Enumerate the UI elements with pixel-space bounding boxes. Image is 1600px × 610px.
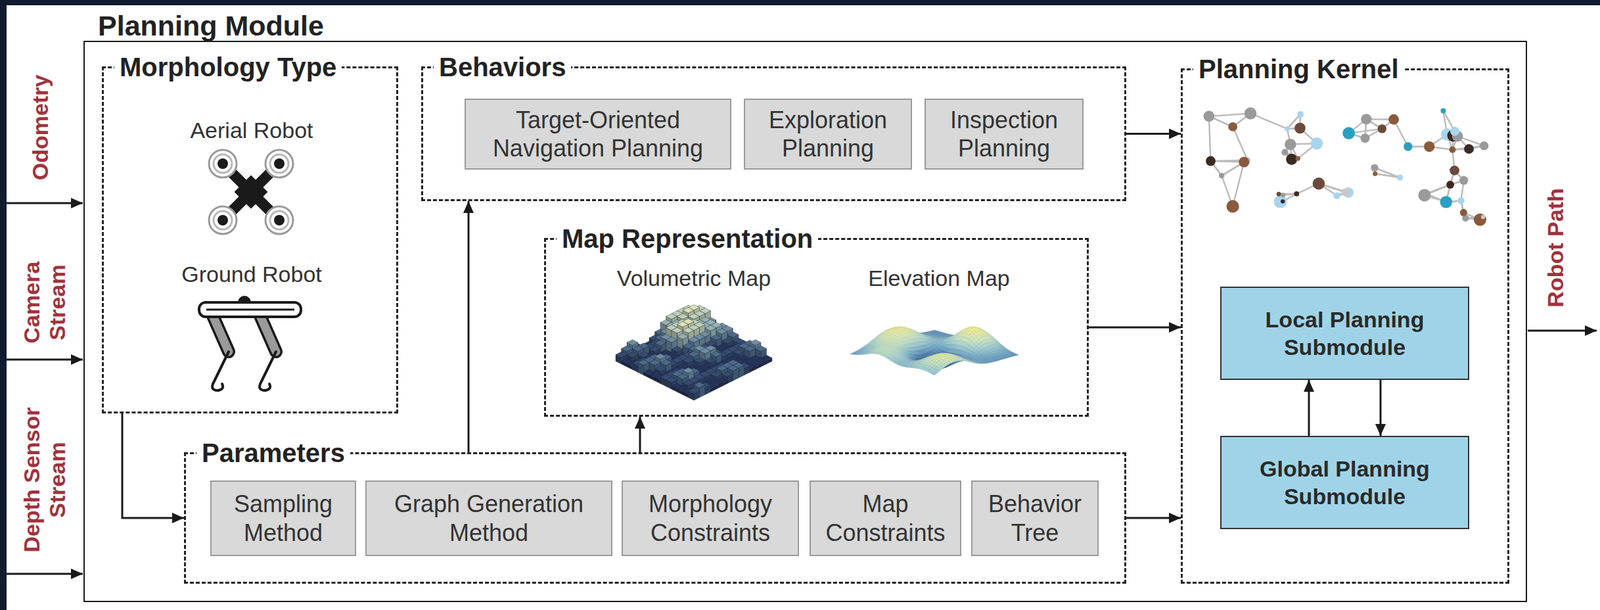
drone-rotor <box>208 206 237 234</box>
voxel-top <box>733 348 745 355</box>
drone-hub <box>274 214 285 226</box>
voxel-top <box>638 359 650 366</box>
voxel-top <box>693 357 706 364</box>
voxel-top <box>682 379 694 386</box>
voxel-top <box>682 307 694 314</box>
ground-robot-icon <box>199 295 301 391</box>
drone-hub <box>217 158 229 169</box>
voxel-top <box>671 346 683 353</box>
voxel-top <box>727 365 739 372</box>
voxel-top <box>655 340 667 347</box>
voxel-top <box>705 325 717 332</box>
voxel-top <box>660 359 672 366</box>
voxel-top <box>688 313 700 320</box>
voxel-top <box>671 327 683 334</box>
graph-link <box>1209 116 1212 161</box>
drone-rotor <box>265 149 294 178</box>
planning-graph-figure <box>1203 107 1489 226</box>
frame-band <box>0 0 1600 6</box>
voxel-top <box>632 345 644 352</box>
voxel-top <box>727 331 739 338</box>
voxel-top <box>666 377 678 384</box>
voxel-top <box>677 321 689 328</box>
input-arrow <box>6 358 83 361</box>
robot-leg <box>211 312 229 352</box>
voxel-top <box>626 351 639 358</box>
voxel-top <box>682 357 694 364</box>
robot-leg <box>258 312 276 352</box>
graph-link <box>1209 113 1251 116</box>
voxel-top <box>649 359 661 366</box>
aerial-robot-icon <box>208 149 294 234</box>
graph-link <box>1374 167 1400 178</box>
drone-rotor <box>213 154 232 173</box>
voxel-top <box>688 337 700 343</box>
voxel-top <box>722 337 734 344</box>
graph-link <box>1232 126 1248 161</box>
robot-body-line <box>206 308 295 311</box>
voxel-top <box>682 367 694 374</box>
voxel-top <box>716 365 728 372</box>
voxel-top <box>666 337 678 343</box>
voxel-top <box>744 345 756 352</box>
drone-hub <box>274 158 285 169</box>
voxel-top <box>655 353 667 360</box>
drone-rotor <box>270 154 289 173</box>
voxel-top <box>722 371 734 378</box>
voxel-top <box>710 334 723 341</box>
voxel-top <box>615 351 627 358</box>
voxel-top <box>699 348 711 355</box>
voxel-top <box>682 327 694 334</box>
voxel-top <box>677 373 689 380</box>
voxel-top <box>626 339 639 346</box>
graph-link <box>1374 167 1400 178</box>
surface-patch <box>931 371 937 376</box>
voxel-top <box>705 357 717 364</box>
input-arrow <box>6 202 83 205</box>
voxel-top <box>655 365 667 372</box>
voxel-top <box>749 339 761 346</box>
robot-body <box>199 302 301 317</box>
robot-leg <box>258 312 276 352</box>
voxel-top <box>710 371 723 378</box>
voxel-top <box>710 351 723 358</box>
drone-body <box>234 175 269 209</box>
robot-leg <box>211 312 229 352</box>
drone-rotor <box>265 206 294 234</box>
voxel-top <box>649 346 661 353</box>
voxel-top <box>638 351 650 358</box>
drone-hub <box>217 214 229 226</box>
voxel-top <box>677 333 689 340</box>
robot-lower-leg <box>212 351 229 391</box>
voxel-top <box>688 388 700 395</box>
voxel-top <box>755 345 767 352</box>
volumetric-map-figure <box>615 304 773 401</box>
input-arrow <box>6 572 83 575</box>
voxel-top <box>693 381 706 388</box>
frame-band <box>0 0 7 610</box>
voxel-top <box>677 313 689 320</box>
voxel-top <box>621 345 633 352</box>
elevation-map-figure <box>850 326 1019 376</box>
voxel-top <box>716 328 728 335</box>
voxel-top <box>688 351 700 358</box>
drone-rotor <box>213 210 232 230</box>
output-arrow <box>1527 329 1597 332</box>
drone-rotor <box>208 149 237 178</box>
voxel-top <box>666 313 678 320</box>
robot-lower-leg <box>259 351 276 391</box>
drone-rotor <box>270 210 289 230</box>
